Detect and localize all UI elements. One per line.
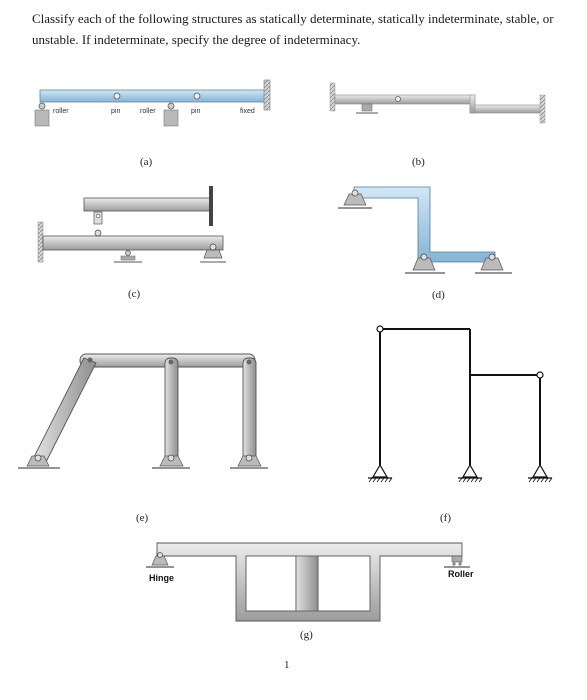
pin-support-d1 xyxy=(338,189,372,209)
label-a-fixed: fixed xyxy=(240,108,255,115)
label-a-pin-1: pin xyxy=(111,108,120,115)
pin-hinge-b xyxy=(395,96,401,102)
frame-opening-g-right xyxy=(317,555,371,612)
page-number: 1 xyxy=(284,659,290,671)
beam-b-lower xyxy=(469,104,541,114)
frame-opening-g-left xyxy=(245,555,297,612)
figure-d: (d) xyxy=(338,186,512,301)
label-a-pin-2: pin xyxy=(191,108,200,115)
pin-support-e1 xyxy=(18,454,60,469)
figure-e: (e) xyxy=(18,353,268,524)
pin-hinge-a2 xyxy=(193,92,201,100)
fixed-wall-b-left xyxy=(329,82,336,112)
pin-support-d3 xyxy=(475,253,512,274)
pin-joint-e3 xyxy=(246,359,252,365)
beam-b-upper xyxy=(334,94,476,105)
beam-c-lower xyxy=(42,235,224,251)
beam-a xyxy=(39,89,266,103)
fixed-wall-b-right xyxy=(539,94,546,124)
hinge-support-g xyxy=(146,552,174,568)
right-column-e xyxy=(242,357,257,461)
fixed-wall-c-upper xyxy=(209,186,213,226)
roller-support-g xyxy=(444,555,470,568)
inclined-column-e xyxy=(33,357,97,463)
caption-f: (f) xyxy=(440,512,451,524)
pin-support-d2 xyxy=(405,253,445,274)
figure-b: (b) xyxy=(329,82,546,168)
frame-middle-post-g xyxy=(295,555,319,612)
caption-a: (a) xyxy=(140,156,153,168)
label-a-roller-2: roller xyxy=(140,108,156,115)
caption-c: (c) xyxy=(128,288,141,300)
beam-b-connector xyxy=(469,94,476,114)
figure-f xyxy=(368,325,553,483)
roller-support-a2 xyxy=(163,102,179,127)
link-connector-c xyxy=(93,211,103,237)
figure-g: Hinge Roller (g) xyxy=(146,542,474,641)
caption-e: (e) xyxy=(136,512,149,524)
middle-column-e xyxy=(164,357,179,461)
pin-support-c2 xyxy=(200,243,226,263)
label-a-roller-1: roller xyxy=(53,108,69,115)
pin-support-e2 xyxy=(152,454,190,469)
pin-support-f3 xyxy=(528,463,553,483)
roller-support-c1 xyxy=(114,250,142,263)
bent-member-d xyxy=(353,186,496,263)
pin-joint-e1 xyxy=(87,357,93,363)
question-text: Classify each of the following structure… xyxy=(32,11,554,47)
figure-a: roller pin roller pin fixed (a) xyxy=(34,79,271,168)
beam-c-upper xyxy=(83,197,211,212)
pin-support-e3 xyxy=(230,454,268,469)
pin-hinge-a1 xyxy=(113,92,121,100)
label-roller: Roller xyxy=(448,569,474,579)
pin-joint-e2 xyxy=(168,359,174,365)
roller-support-b xyxy=(356,103,378,114)
fixed-wall-a xyxy=(263,79,271,111)
hinge-f2 xyxy=(536,371,544,379)
caption-g: (g) xyxy=(300,629,313,641)
pin-support-f1 xyxy=(368,463,393,483)
caption-d: (d) xyxy=(432,289,445,301)
figure-c: (c) xyxy=(37,186,226,300)
caption-b: (b) xyxy=(412,156,425,168)
label-hinge: Hinge xyxy=(149,573,174,583)
roller-support-a1 xyxy=(34,102,50,127)
pin-support-f2 xyxy=(458,463,483,483)
hinge-f1 xyxy=(376,325,384,333)
fixed-wall-c-lower xyxy=(37,221,44,263)
